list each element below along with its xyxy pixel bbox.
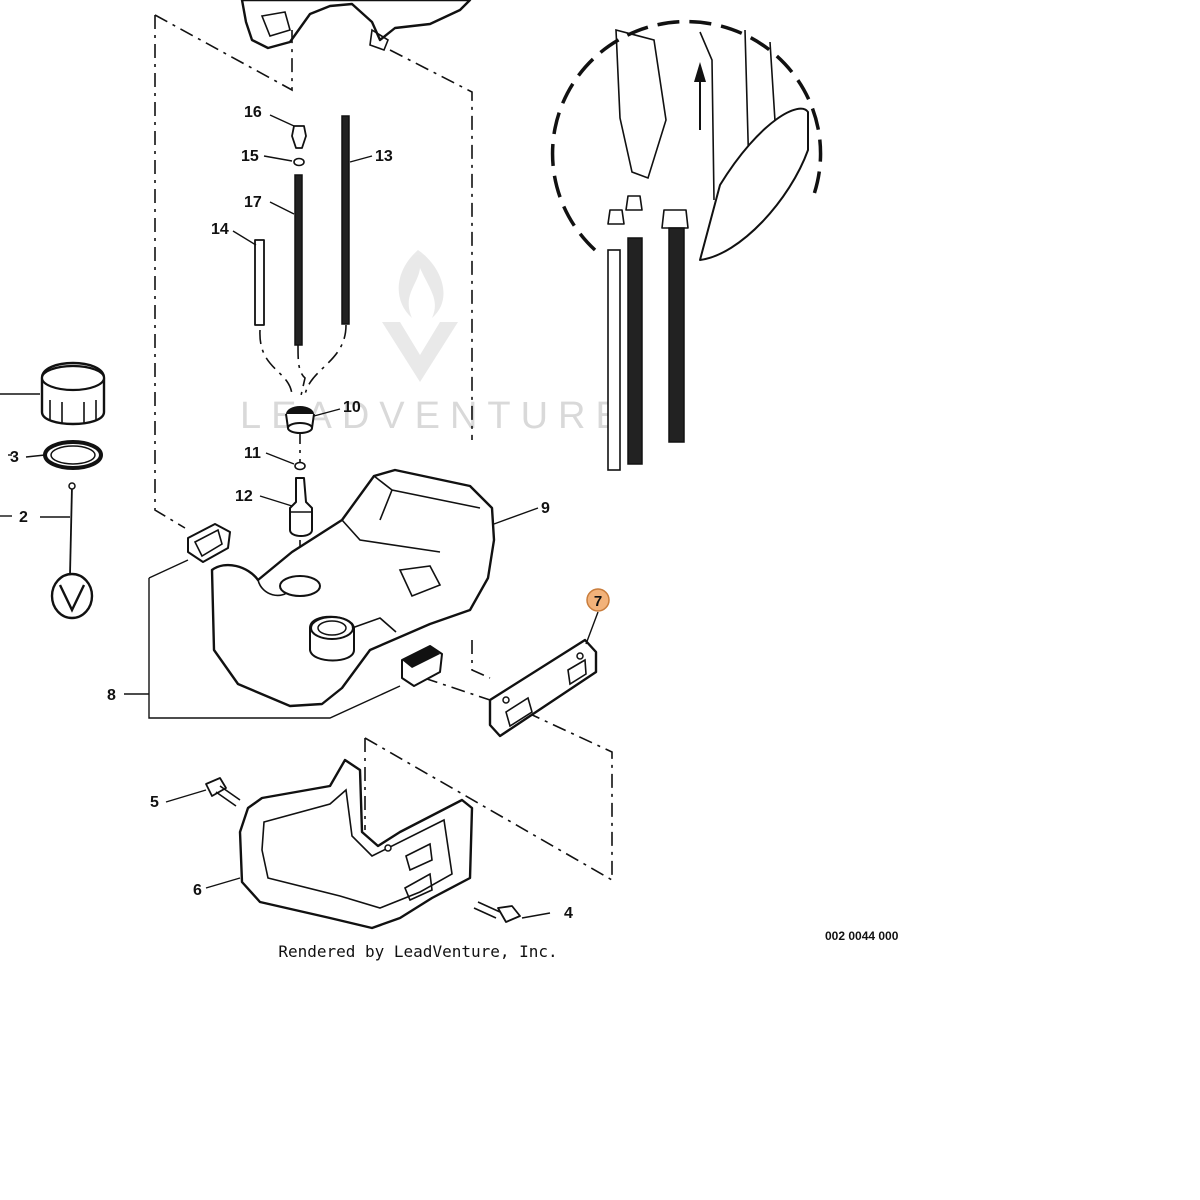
callout-4: 4 bbox=[564, 905, 573, 922]
part-4-screw bbox=[473, 901, 521, 923]
part-6-bracket bbox=[238, 758, 474, 930]
part-11-ring bbox=[294, 461, 306, 471]
callout-15: 15 bbox=[241, 148, 259, 165]
part-10-grommet bbox=[285, 406, 315, 434]
rubber-pad-lower bbox=[401, 645, 443, 687]
callout-labels: 16 15 17 14 13 10 11 12 9 3 2 8 5 6 4 7 bbox=[10, 104, 610, 922]
part-3-ring bbox=[43, 440, 103, 470]
callout-17: 17 bbox=[244, 194, 262, 211]
callout-5: 5 bbox=[150, 794, 159, 811]
rubber-pad-upper bbox=[187, 523, 231, 563]
part-number: 002 0044 000 bbox=[825, 929, 899, 943]
part-5-screw bbox=[205, 777, 241, 807]
credit-line: Rendered by LeadVenture, Inc. bbox=[278, 942, 557, 961]
callout-11: 11 bbox=[244, 445, 261, 462]
part-14-tube bbox=[254, 239, 265, 326]
part-13-hose bbox=[341, 115, 350, 325]
callout-3: 3 bbox=[10, 449, 19, 466]
callout-16: 16 bbox=[244, 104, 262, 121]
callout-12: 12 bbox=[235, 488, 253, 505]
engine-housing-fragment bbox=[240, 0, 472, 52]
part-2-strainer bbox=[50, 482, 94, 620]
callout-13: 13 bbox=[375, 148, 393, 165]
callout-2: 2 bbox=[19, 509, 28, 526]
callout-10: 10 bbox=[343, 399, 361, 416]
callout-7[interactable]: 7 bbox=[594, 593, 602, 610]
highlight-badge[interactable] bbox=[586, 588, 610, 612]
assembly-guide-lines bbox=[154, 14, 613, 882]
callout-7-highlight[interactable]: 7 bbox=[586, 588, 610, 612]
callout-14: 14 bbox=[211, 221, 229, 238]
detail-inset bbox=[550, 19, 823, 471]
callout-leaders bbox=[0, 114, 599, 919]
callout-6: 6 bbox=[193, 882, 202, 899]
callout-8: 8 bbox=[107, 687, 116, 704]
part-17-hose bbox=[294, 174, 303, 346]
part-16-fitting bbox=[291, 125, 307, 149]
part-8-fuel-tank bbox=[210, 468, 496, 708]
tank-cap bbox=[40, 361, 106, 426]
watermark-logo bbox=[382, 250, 458, 382]
part-12-filter bbox=[289, 477, 313, 537]
part-7-plate bbox=[488, 638, 598, 738]
callout-9: 9 bbox=[541, 500, 550, 517]
part-15-ring bbox=[293, 157, 305, 167]
